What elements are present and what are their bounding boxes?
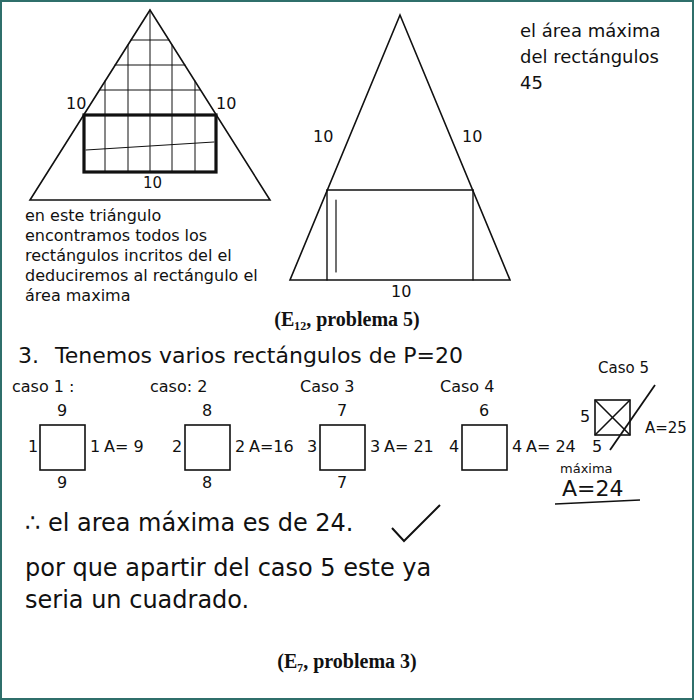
handwritten-label: 3 (370, 438, 380, 456)
handwritten-label: A= 9 (104, 438, 144, 456)
handwritten-label: A= 21 (384, 438, 434, 456)
handwritten-label: máxima (560, 462, 613, 477)
handwritten-label: 7 (337, 402, 347, 420)
handwritten-label: 1 (90, 438, 100, 456)
figure-caption: (E₁₂, problema 5) (190, 308, 504, 331)
handwritten-label: 2 (172, 438, 182, 456)
handwritten-label: 8 (202, 474, 212, 492)
handwritten-label: 5 (592, 438, 602, 456)
handwritten-label: por que apartir del caso 5 este ya seria… (25, 552, 465, 616)
right-triangle (290, 15, 510, 280)
handwritten-label: 8 (202, 402, 212, 420)
handwritten-label: 10 (391, 283, 411, 301)
left-triangle (30, 10, 270, 200)
handwritten-label: 6 (479, 402, 489, 420)
handwritten-label: 10 (216, 95, 236, 113)
handwritten-label: en este triángulo encontramos todos los … (25, 206, 270, 306)
handwritten-label: caso 1 : (12, 378, 74, 396)
handwritten-label: 3. (18, 343, 39, 368)
handwritten-label: Tenemos varios rectángulos de P=20 (55, 343, 463, 368)
handwritten-label: 4 (449, 438, 459, 456)
handwritten-label: 10 (462, 128, 482, 146)
handwritten-label: 10 (313, 128, 333, 146)
handwritten-label: Caso 4 (440, 378, 494, 396)
handwritten-label: Caso 3 (300, 378, 354, 396)
handwritten-label: 1 (28, 438, 38, 456)
handwritten-label: caso: 2 (150, 378, 207, 396)
handwritten-label: A=24 (562, 476, 623, 501)
handwritten-label: 4 (512, 438, 522, 456)
handwritten-label: 2 (235, 438, 245, 456)
handwritten-label: 5 (580, 408, 590, 426)
figure-caption: (E₇, problema 3) (190, 650, 504, 673)
handwritten-label: ∴ el area máxima es de 24. (25, 510, 353, 538)
handwritten-label: el área máxima del rectángulos 45 (520, 18, 685, 96)
handwritten-label: A=25 (645, 420, 687, 437)
handwritten-label: 7 (337, 474, 347, 492)
handwritten-label: 9 (57, 402, 67, 420)
handwritten-label: A= 24 (526, 438, 576, 456)
handwritten-label: 10 (141, 175, 164, 192)
handwritten-label: Caso 5 (598, 360, 649, 377)
handwritten-label: A=16 (249, 438, 294, 456)
handwritten-label: 10 (66, 95, 86, 113)
handwritten-label: 9 (57, 474, 67, 492)
handwritten-label: 3 (307, 438, 317, 456)
